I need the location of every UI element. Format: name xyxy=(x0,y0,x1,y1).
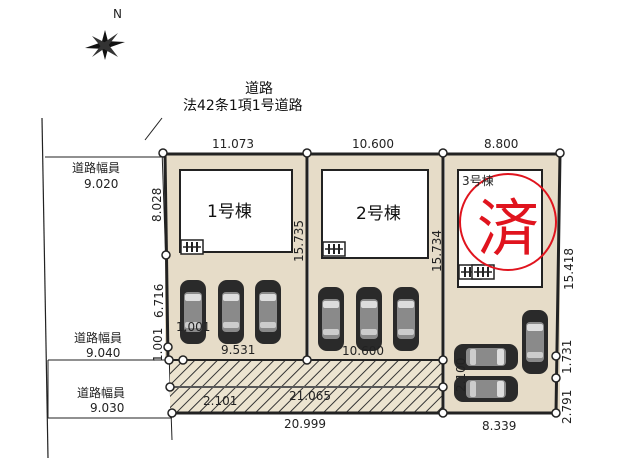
compass-icon xyxy=(85,30,125,60)
dimension-label: 2.100 xyxy=(454,358,468,392)
dimension-label: 8.800 xyxy=(484,137,518,151)
dimension-label: 8.339 xyxy=(482,419,516,433)
road-title: 道路 xyxy=(245,81,273,97)
entrance-grid-icon xyxy=(180,239,204,255)
road-width-label: 道路幅員 xyxy=(77,385,125,400)
building-2-label: 2号棟 xyxy=(356,204,401,224)
car-icon xyxy=(255,280,281,344)
road-edge xyxy=(41,117,49,459)
dimension-label: 1.001 xyxy=(176,320,210,334)
dimension-label: 2.101 xyxy=(203,394,237,408)
road-width-label: 道路幅員 xyxy=(72,160,120,175)
sold-stamp-text: 済 xyxy=(477,192,539,265)
dimension-label: 8.028 xyxy=(150,188,164,222)
dimension-label: 2.791 xyxy=(560,390,574,424)
dimension-label: 15.418 xyxy=(562,248,576,290)
hatched-strip xyxy=(170,361,443,386)
car-icon xyxy=(393,287,419,351)
dimension-label: 15.734 xyxy=(430,230,444,272)
dimension-label: 10.600 xyxy=(352,137,394,151)
dimension-label: 10.600 xyxy=(342,344,384,358)
car-icon xyxy=(180,280,206,344)
sold-stamp: 済 xyxy=(459,173,557,271)
dimension-label: 9.531 xyxy=(221,343,255,357)
dimension-label: 6.716 xyxy=(152,284,166,318)
dimension-label: 20.999 xyxy=(284,417,326,431)
boundary-markers xyxy=(158,148,565,418)
car-icon xyxy=(218,280,244,344)
leader-line xyxy=(144,117,163,141)
road-width-value: 9.040 xyxy=(86,346,120,360)
car-icon xyxy=(356,287,382,351)
building-1 xyxy=(179,169,293,253)
car-icon xyxy=(318,287,344,351)
dimension-label: 11.073 xyxy=(212,137,254,151)
road-width-label: 道路幅員 xyxy=(74,330,122,345)
dimension-label: 15.735 xyxy=(292,220,306,262)
north-label: N xyxy=(113,7,122,21)
road-subtitle: 法42条1項1号道路 xyxy=(183,97,303,114)
car-icon xyxy=(522,310,548,374)
building-3-label: 3号棟 xyxy=(462,173,494,188)
road-width-value: 9.020 xyxy=(84,177,118,191)
hatched-strip xyxy=(170,388,443,413)
entrance-grid-icon xyxy=(322,241,346,257)
dimension-label: 21.065 xyxy=(289,389,331,403)
dimension-label: 1.001 xyxy=(151,328,165,362)
dimension-label: 1.731 xyxy=(560,340,574,374)
road-width-value: 9.030 xyxy=(90,401,124,415)
building-1-label: 1号棟 xyxy=(207,202,252,222)
